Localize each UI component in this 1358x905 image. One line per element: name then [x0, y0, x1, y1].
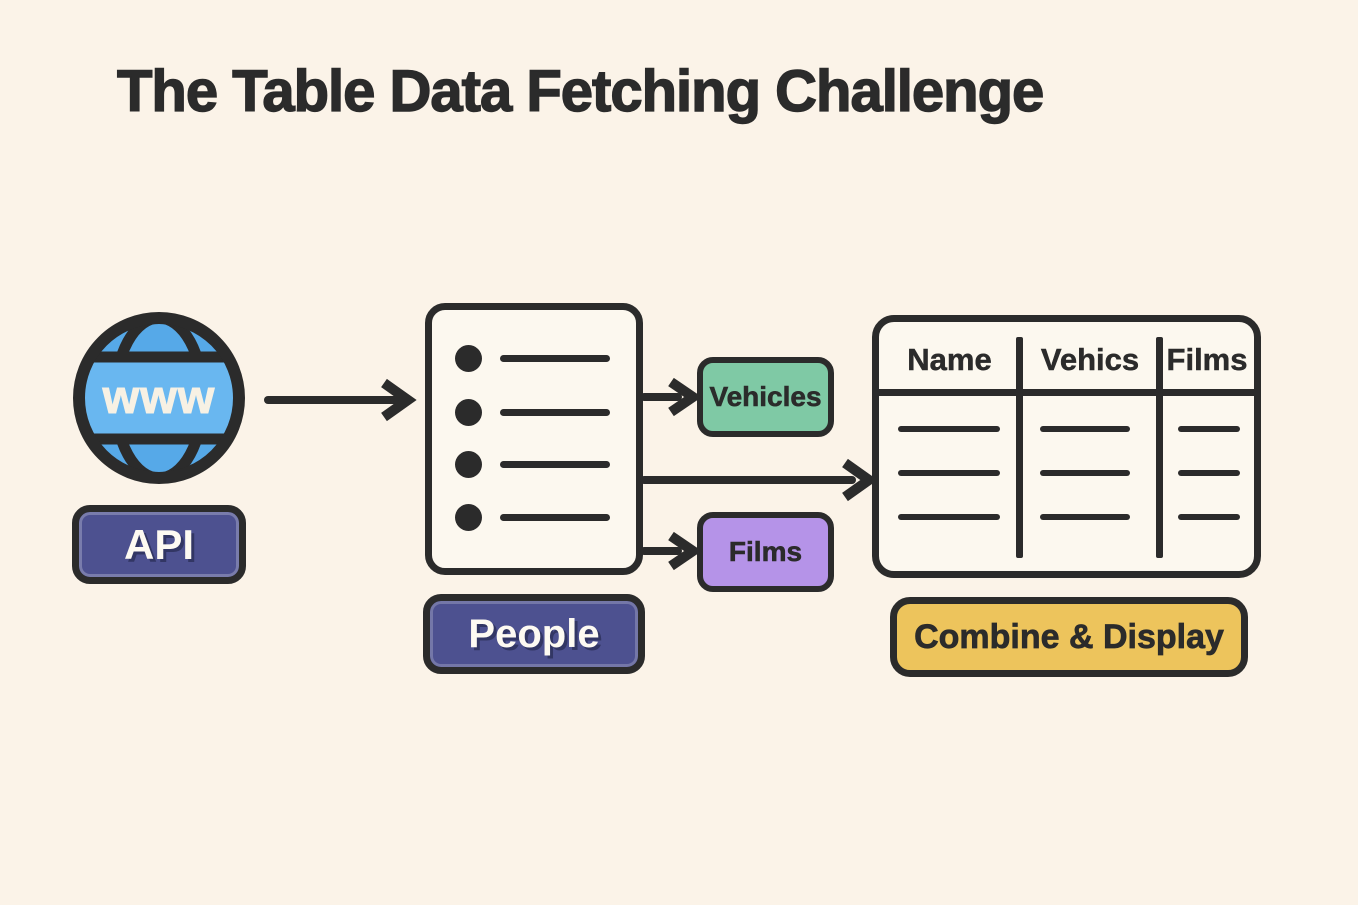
- vehicles-node: Vehicles: [697, 357, 834, 437]
- arrow-api-to-people: [264, 378, 417, 422]
- bullet-icon: [455, 345, 482, 372]
- people-list-panel: [425, 303, 643, 575]
- column-divider: [1156, 337, 1163, 558]
- text-placeholder-line: [500, 514, 610, 521]
- arrow-people-to-films: [640, 531, 702, 571]
- cell-placeholder-line: [898, 470, 1000, 476]
- api-label-badge: API: [72, 505, 246, 584]
- films-node: Films: [697, 512, 834, 592]
- list-item: [432, 451, 636, 478]
- cell-placeholder-line: [1040, 514, 1130, 520]
- table-header-vehics: Vehics: [1040, 341, 1140, 377]
- list-item: [432, 345, 636, 372]
- page-title: The Table Data Fetching Challenge: [116, 58, 1045, 124]
- www-globe-icon: www: [72, 311, 246, 485]
- bullet-icon: [455, 504, 482, 531]
- cell-placeholder-line: [1040, 426, 1130, 432]
- result-table: Name Vehics Films: [872, 315, 1261, 578]
- cell-placeholder-line: [898, 426, 1000, 432]
- text-placeholder-line: [500, 409, 610, 416]
- table-header-name: Name: [907, 341, 992, 377]
- cell-placeholder-line: [1178, 426, 1240, 432]
- cell-placeholder-line: [1178, 470, 1240, 476]
- cell-placeholder-line: [1040, 470, 1130, 476]
- globe-icon-graphic: [73, 312, 245, 484]
- column-divider: [1016, 337, 1023, 558]
- globe-www-text: www: [102, 369, 216, 423]
- list-item: [432, 399, 636, 426]
- people-label-badge: People: [423, 594, 645, 674]
- list-item: [432, 504, 636, 531]
- cell-placeholder-line: [1178, 514, 1240, 520]
- cell-placeholder-line: [898, 514, 1000, 520]
- arrow-people-to-table: [640, 458, 878, 502]
- table-header-films: Films: [1166, 341, 1248, 377]
- bullet-icon: [455, 451, 482, 478]
- arrow-people-to-vehicles: [640, 377, 702, 417]
- header-divider: [872, 389, 1261, 396]
- text-placeholder-line: [500, 355, 610, 362]
- combine-display-badge: Combine & Display: [890, 597, 1248, 677]
- text-placeholder-line: [500, 461, 610, 468]
- bullet-icon: [455, 399, 482, 426]
